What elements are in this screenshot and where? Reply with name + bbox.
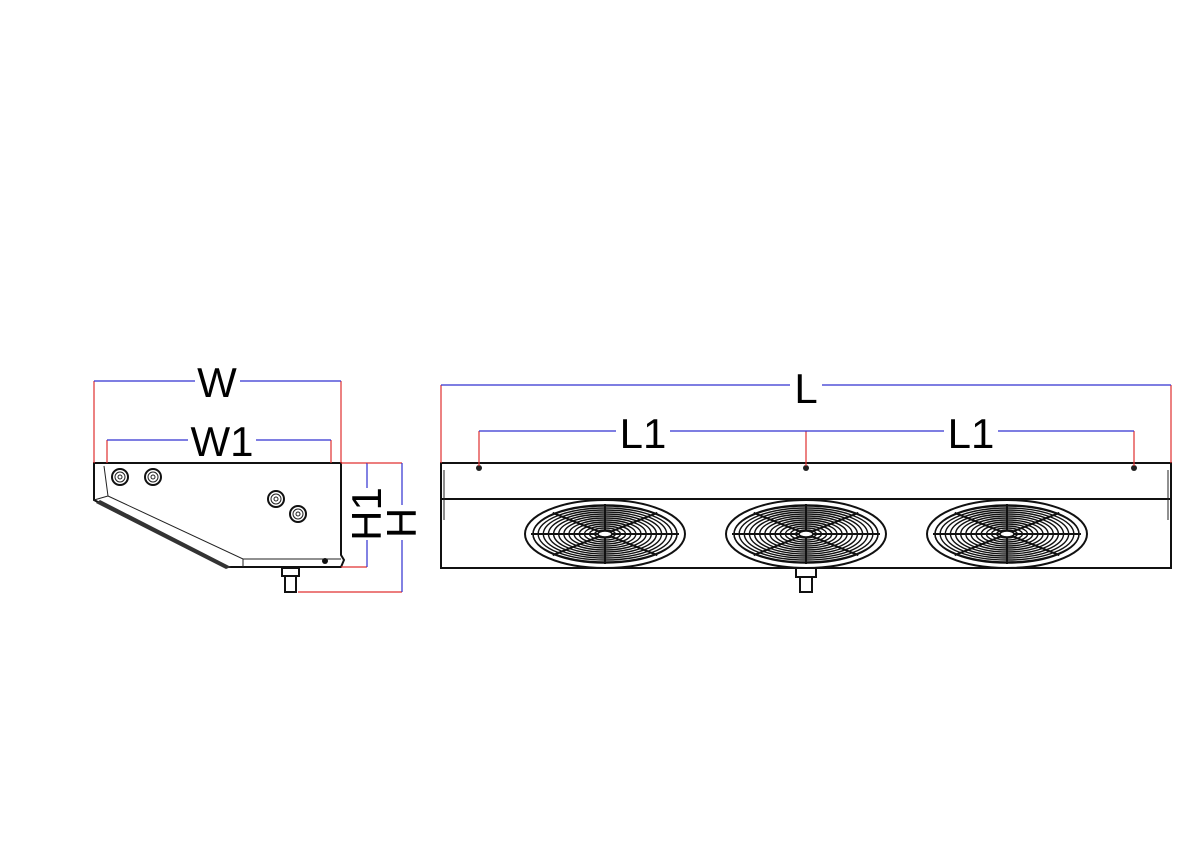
mount-hole-icon [476,465,482,471]
front-drain-stub [795,567,817,593]
w-extension-lines [93,381,342,463]
l1-extension-lines [478,431,1135,466]
connection-icon [111,468,129,486]
connection-icon [267,490,285,508]
fans [524,499,1088,569]
h-extension-lines [298,462,402,593]
connection-icon [289,505,307,523]
h-label: H [378,508,425,538]
l-label: L [794,365,817,412]
fan-icon [926,499,1088,569]
fan-icon [725,499,887,569]
drain-stub [281,567,300,593]
mount-hole-icon [803,465,809,471]
side-view: W W1 H1 H [93,359,425,593]
fan-icon [524,499,686,569]
bolt-icon [322,558,328,564]
w1-label: W1 [191,418,254,465]
pipe-connections [111,468,307,523]
w-label: W [197,359,237,406]
h1-label: H1 [343,487,390,541]
l1-label-right: L1 [948,410,995,457]
w1-extension-lines [106,440,332,463]
side-corner-panel [93,465,109,501]
side-drip-tray [96,500,231,569]
front-view: L L1 L1 [440,365,1172,593]
l1-label-left: L1 [620,410,667,457]
h1-extension-lines [341,462,367,568]
mount-hole-icon [1131,465,1137,471]
connection-icon [144,468,162,486]
side-bottom-panel [107,495,341,560]
front-end-caps [443,470,1169,520]
l-extension-lines [440,385,1172,463]
